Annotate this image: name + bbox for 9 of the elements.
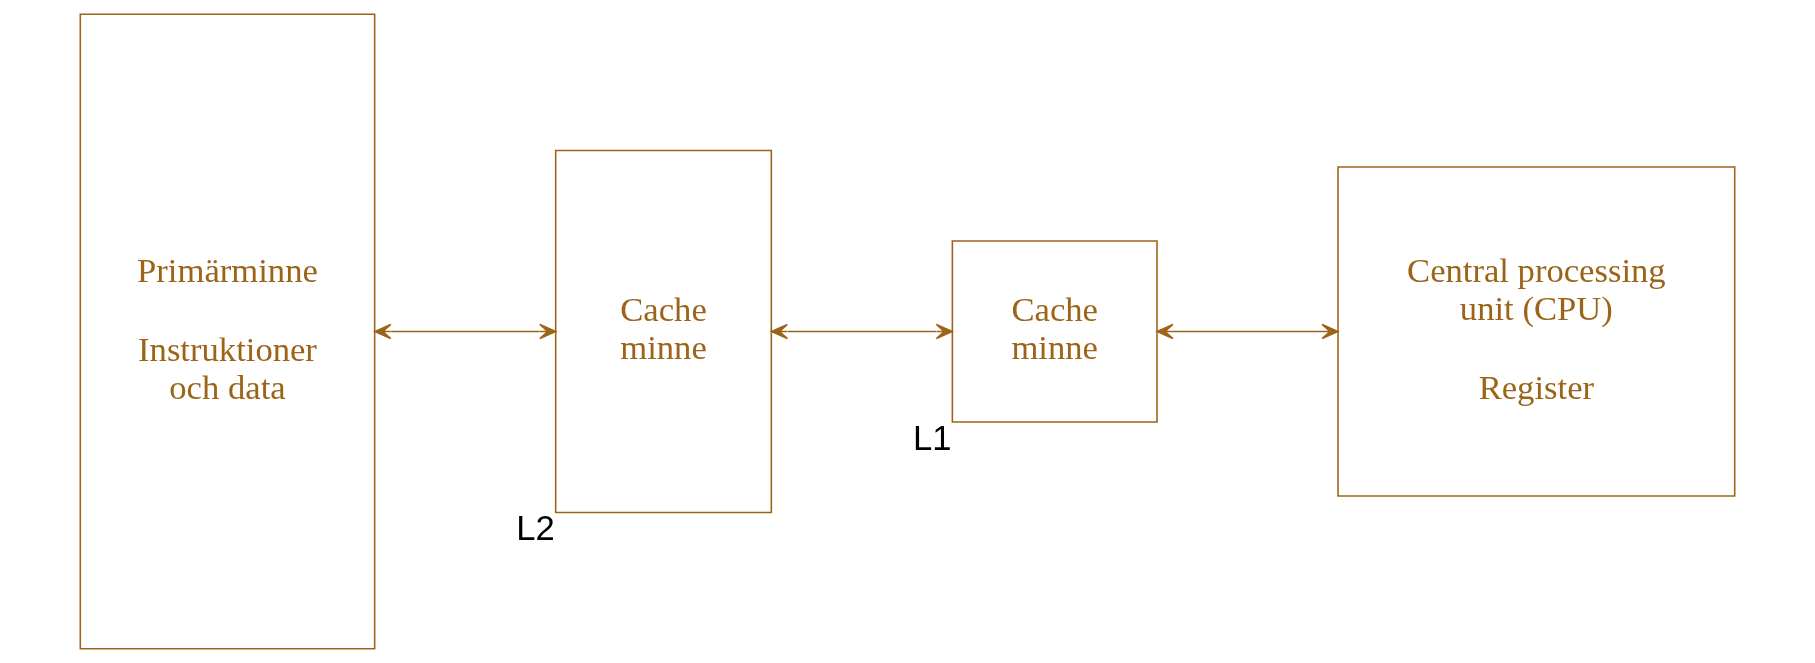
arrow [770, 323, 953, 340]
node-box: Central processing unit (CPU) Register [1337, 166, 1736, 497]
node-box: Primärminne Instruktioner och data [79, 13, 376, 650]
node-label: L2 [516, 509, 555, 548]
arrow [374, 323, 557, 340]
node-box: Cache minne [554, 149, 773, 514]
node-label: L1 [913, 418, 952, 457]
node-box: Cache minne [951, 240, 1158, 423]
arrow [1156, 323, 1339, 340]
